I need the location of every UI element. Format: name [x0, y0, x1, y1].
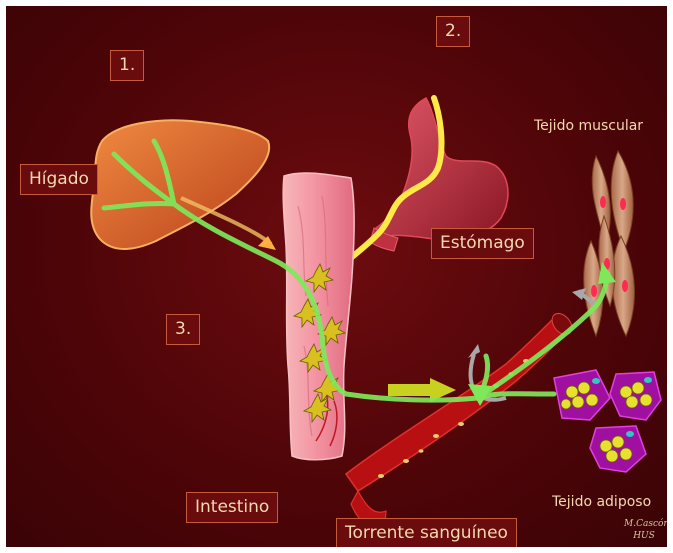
muscle-tissue-label: Tejido muscular	[534, 118, 643, 134]
adipose-cells	[554, 370, 661, 472]
liver-shape	[91, 120, 269, 249]
intestine-label: Intestino	[186, 492, 278, 523]
bloodstream-label: Torrente sanguíneo	[336, 518, 517, 547]
diagram-slide: 1. 2. 3. Hígado Estómago Intestino Torre…	[6, 6, 667, 547]
stomach-label: Estómago	[431, 228, 534, 259]
diagram-canvas	[6, 6, 667, 547]
step-1-label: 1.	[110, 50, 144, 81]
credit-name: M.Cascón	[624, 518, 664, 530]
adipose-cell-1	[554, 370, 610, 420]
liver-label: Hígado	[20, 164, 98, 195]
author-credit: M.Cascón HUS	[624, 518, 664, 542]
step-2-label: 2.	[436, 16, 470, 47]
credit-institution: HUS	[624, 530, 664, 542]
adipose-cell-2	[610, 372, 661, 420]
blood-vessel	[346, 310, 576, 536]
adipose-tissue-label: Tejido adiposo	[552, 494, 651, 510]
adipose-cell-3	[590, 426, 646, 472]
step-3-label: 3.	[166, 314, 200, 345]
